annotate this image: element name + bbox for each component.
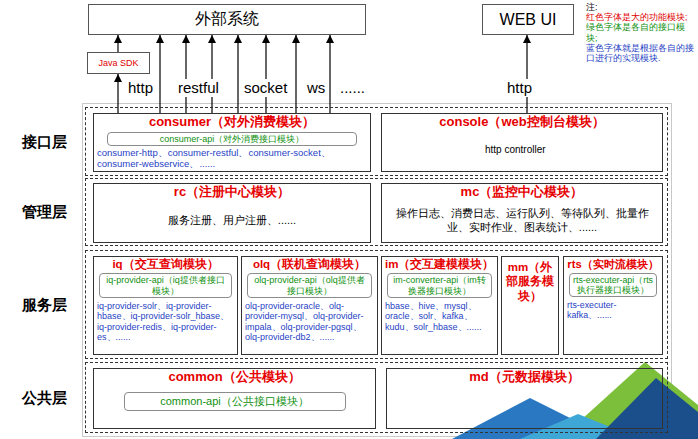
- module-title: mc（监控中心模块）: [385, 185, 659, 200]
- connector-arrow: [526, 35, 527, 113]
- module-box: mm（外部服务模块）: [501, 256, 559, 355]
- interface-title: im-converter-api（im转换器接口模块）: [391, 275, 488, 296]
- interface-title: rts-executer-api（rts执行器接口模块）: [573, 275, 653, 295]
- interface-box: consumer-api（对外消费接口模块）: [107, 132, 357, 146]
- external-system-box: 外部系统: [88, 4, 366, 35]
- connector-arrow: [117, 35, 118, 52]
- module-detail: iq-provider-solr、iq-provider-hbase、iq-pr…: [97, 301, 234, 342]
- module-box: iq（交互查询模块） iq-provider-api（iq提供者接口模块） iq-p…: [93, 256, 238, 355]
- note-text: 注:: [586, 2, 694, 12]
- layer-label: 公共层: [12, 388, 76, 407]
- connector-arrow: [185, 35, 186, 113]
- module-box: olq（联机查询模块） olq-provider-api（olq提供者接口模块） o…: [241, 256, 378, 355]
- note-text: 绿色字体是各自的接口模块;: [586, 22, 694, 42]
- module-title: 外部系统: [195, 9, 259, 30]
- connector-arrow: [265, 35, 266, 113]
- interface-box: im-converter-api（im转换器接口模块）: [387, 273, 492, 298]
- module-title: consumer（对外消费模块）: [97, 115, 367, 130]
- note-text: 红色字体是大的功能模块;: [586, 12, 694, 22]
- module-detail: rts-executer-kafka、......: [567, 300, 659, 320]
- module-title: Java SDK: [98, 58, 138, 68]
- connector-arrow: [237, 35, 238, 113]
- module-box: console（web控制台模块） http controller: [381, 113, 663, 172]
- module-title: common（公共模块）: [97, 370, 372, 385]
- layer-label: 管理层: [12, 203, 76, 222]
- interface-title: consumer-api（对外消费接口模块）: [111, 134, 353, 144]
- outer-frame: [83, 104, 672, 437]
- interface-title: iq-provider-api（iq提供者接口模块）: [103, 275, 228, 296]
- protocol-label: socket: [242, 79, 289, 97]
- module-title: olq（联机查询模块）: [245, 258, 374, 271]
- protocol-label: http: [505, 79, 534, 97]
- interface-box: rts-executer-api（rts执行器接口模块）: [569, 273, 657, 297]
- connector-arrow: [159, 35, 160, 113]
- web-ui-box: WEB UI: [482, 4, 574, 35]
- module-detail: hbase、hive、mysql、oracle、solr、kafka、kudu、…: [385, 301, 494, 332]
- module-detail: 服务注册、用户注册、......: [97, 213, 367, 228]
- interface-title: common-api（公共接口模块）: [129, 395, 341, 408]
- module-title: rts（实时流模块）: [567, 258, 659, 271]
- module-title: im（交互建模模块）: [385, 258, 494, 271]
- module-box: mc（监控中心模块） 操作日志、消费日志、运行队列、等待队列、批量作业、实时作业、…: [381, 183, 663, 243]
- module-box: rts（实时流模块） rts-executer-api（rts执行器接口模块） rt…: [563, 256, 663, 355]
- module-title: mm（外部服务模块）: [504, 260, 556, 303]
- layer-label: 服务层: [12, 295, 76, 314]
- module-box: rc（注册中心模块） 服务注册、用户注册、......: [93, 183, 371, 243]
- interface-box: iq-provider-api（iq提供者接口模块）: [99, 273, 232, 298]
- interface-box: olq-provider-api（olq提供者接口模块）: [247, 273, 372, 298]
- module-box: consumer（对外消费模块） consumer-api（对外消费接口模块） co…: [93, 113, 371, 172]
- sdk-box: Java SDK: [87, 52, 150, 74]
- module-title: iq（交互查询模块）: [97, 258, 234, 271]
- note-block: 注:红色字体是大的功能模块;绿色字体是各自的接口模块;蓝色字体就是根据各自的接口…: [586, 2, 694, 63]
- connector-arrow: [329, 35, 330, 113]
- module-box: md（元数据模块）: [386, 368, 663, 429]
- layer-label: 接口层: [12, 132, 76, 151]
- layer-band: 接口层consumer（对外消费模块）consumer-api（对外消费接口模块…: [85, 107, 668, 176]
- protocol-label: ws: [305, 79, 327, 97]
- protocol-label: http: [126, 79, 155, 97]
- module-detail: consumer-http、consumer-restful、consumer-…: [97, 148, 367, 170]
- module-detail: http controller: [385, 144, 659, 155]
- layer-band: 服务层iq（交互查询模块）iq-provider-api（iq提供者接口模块）i…: [85, 250, 668, 359]
- note-text: 蓝色字体就是根据各自的接口进行的实现模块.: [586, 43, 694, 63]
- interface-box: common-api（公共接口模块）: [124, 392, 346, 411]
- module-title: WEB UI: [500, 11, 557, 29]
- module-box: common（公共模块） common-api（公共接口模块）: [93, 368, 376, 429]
- module-detail: olq-provider-oracle、olq-provider-mysql、o…: [245, 301, 374, 342]
- interface-title: olq-provider-api（olq提供者接口模块）: [251, 275, 368, 296]
- connector-arrow: [211, 35, 212, 113]
- protocol-label: restful: [176, 79, 221, 97]
- deco-triangle: [596, 378, 698, 439]
- connector-arrow: [295, 35, 296, 113]
- layer-band: 公共层common（公共模块）common-api（公共接口模块）md（元数据模…: [85, 362, 668, 433]
- module-title: md（元数据模块）: [390, 370, 659, 385]
- module-title: rc（注册中心模块）: [97, 185, 367, 200]
- layer-band: 管理层rc（注册中心模块）服务注册、用户注册、......mc（监控中心模块）操…: [85, 178, 668, 246]
- protocol-label: ......: [338, 79, 367, 97]
- module-detail: 操作日志、消费日志、运行队列、等待队列、批量作业、实时作业、图表统计、.....…: [385, 206, 659, 236]
- module-title: console（web控制台模块）: [385, 115, 659, 130]
- module-box: im（交互建模模块） im-converter-api（im转换器接口模块） hba…: [381, 256, 498, 355]
